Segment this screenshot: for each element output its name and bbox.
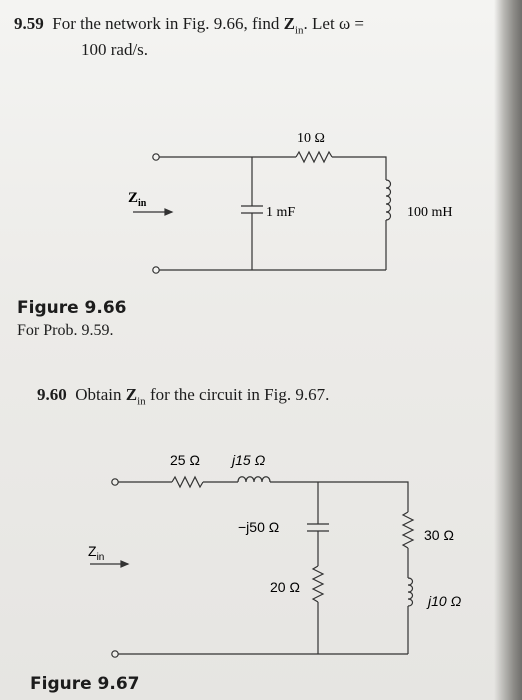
problem-9-59: 9.59 For the network in Fig. 9.66, find … [14,14,364,36]
r30-label: 30 Ω [424,527,454,543]
resistor-30-ohm [401,511,415,549]
problem-text-end: . Let ω = [303,14,364,33]
problem-9-60: 9.60 Obtain Zin for the circuit in Fig. … [37,385,329,407]
terminal-bottom [111,650,119,658]
terminal-top [111,478,119,486]
top-wire-right [270,481,409,512]
inductor-label: 100 mH [407,205,453,220]
resistor-25-ohm [171,475,204,489]
resistor-10-ohm [295,150,333,164]
problem-number: 9.59 [14,14,44,33]
inductor-j15 [237,476,271,483]
figure-9-66-title: Figure 9.66 [17,298,127,318]
z-symbol: Z [125,385,138,404]
capacitor-label: 1 mF [266,205,295,220]
page-edge-shadow [494,0,522,700]
r25-label: 25 Ω [170,452,200,468]
resistor-20-ohm [311,565,325,603]
figure-9-66-caption: For Prob. 9.59. [17,322,114,339]
top-wire-right [332,156,387,180]
l10-label: j10 Ω [426,593,462,609]
l15-label: j15 Ω [230,452,266,468]
zin-label: Zin [88,543,104,563]
zin-arrowhead [164,208,174,216]
problem-text-end: for the circuit in Fig. 9.67. [145,385,330,404]
inductor-j10 [407,577,414,607]
z-symbol: Z [283,14,295,33]
problem-text: Obtain [75,385,126,404]
problem-9-59-line2: 100 rad/s. [81,40,149,59]
inductor-100-mh [385,179,392,221]
z-subscript: in [294,24,304,37]
zin-arrowhead [120,560,130,568]
z-subscript: in [137,395,146,408]
zin-label: Zin [128,190,147,209]
c50-label: −j50 Ω [238,519,279,535]
figure-9-67-title: Figure 9.67 [30,674,140,694]
problem-text: For the network in Fig. 9.66, find [52,14,284,33]
r20-label: 20 Ω [270,579,300,595]
problem-number: 9.60 [37,385,67,404]
resistor-label: 10 Ω [297,131,325,146]
